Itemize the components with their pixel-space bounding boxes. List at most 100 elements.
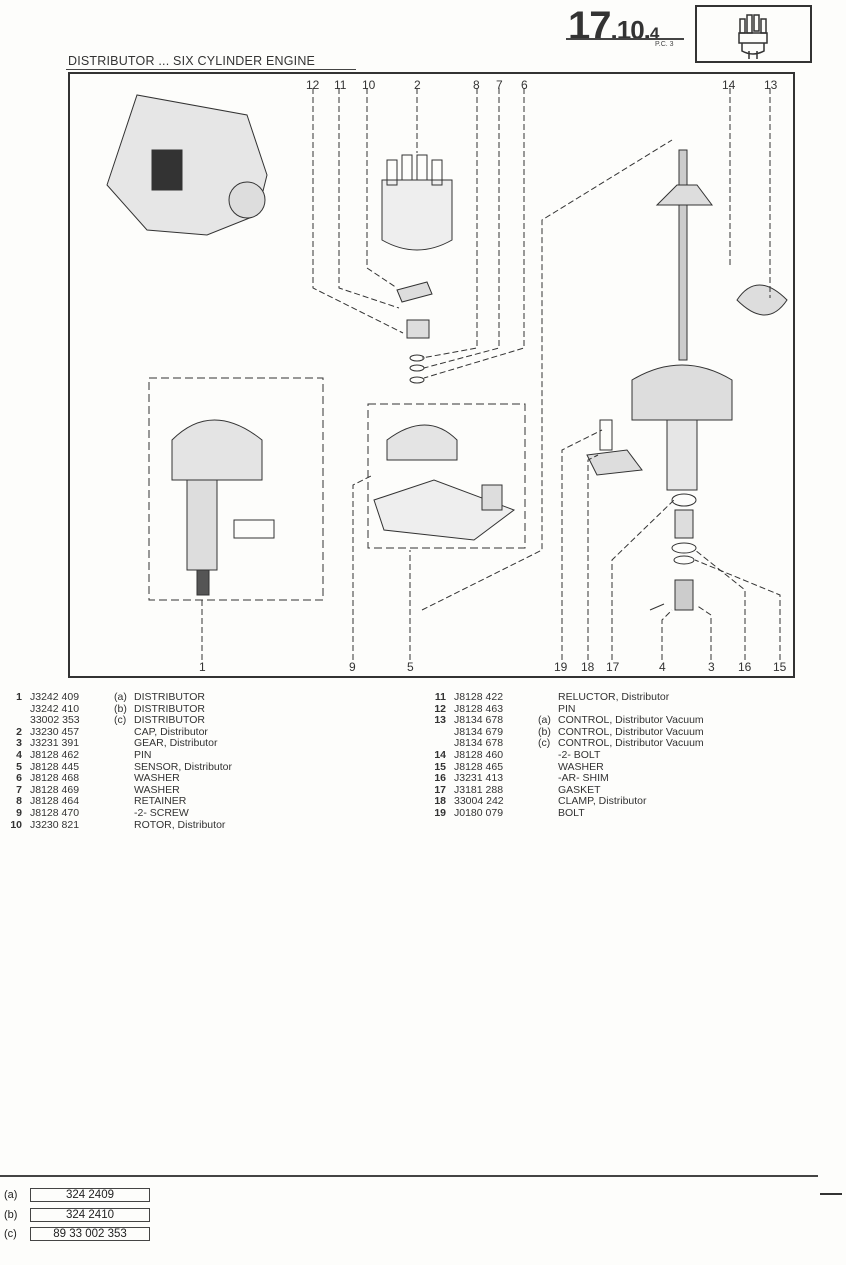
callout-5: 5 [407, 660, 414, 674]
part-number: 33002 353 [30, 714, 80, 727]
description: SENSOR, Distributor [134, 760, 233, 773]
section-sub: 10 [616, 15, 645, 45]
variant [114, 796, 134, 808]
variant [114, 820, 134, 832]
description: CONTROL, Distributor Vacuum [558, 737, 704, 750]
footnote-value: 324 2409 [30, 1188, 150, 1202]
description: DISTRIBUTOR [134, 702, 205, 715]
part-number: J8134 678 [454, 714, 504, 727]
part-number: J8128 462 [30, 748, 80, 761]
item-number [0, 715, 30, 727]
variant [538, 808, 558, 820]
part-number: J0180 079 [454, 806, 504, 819]
description: -AR- SHIM [558, 772, 609, 785]
item-number: 2 [16, 725, 22, 738]
description: WASHER [134, 783, 180, 796]
part-number: J8128 464 [30, 795, 80, 808]
description: CLAMP, Distributor [558, 795, 647, 808]
footnote-label: (b) [4, 1209, 18, 1221]
variant [538, 773, 558, 785]
description: ROTOR, Distributor [134, 818, 226, 831]
item-number: 7 [16, 783, 22, 796]
page-title: DISTRIBUTOR ... SIX CYLINDER ENGINE [68, 54, 316, 68]
description: RETAINER [134, 795, 187, 808]
footer-rule [0, 1175, 818, 1177]
part-number: J8134 678 [454, 737, 504, 750]
part-number: J8128 470 [30, 806, 80, 819]
item-number: 14 [434, 748, 446, 761]
description: BOLT [558, 806, 585, 819]
callout-13: 13 [764, 78, 778, 92]
item-number: 15 [434, 760, 446, 773]
part-number: J8128 445 [30, 760, 80, 773]
variant [538, 785, 558, 797]
item-number: 18 [434, 795, 446, 808]
parts-list-row: 10 J3230 821 ROTOR, Distributor [0, 818, 232, 832]
callout-9: 9 [349, 660, 356, 674]
diagram-drawing [106, 88, 788, 660]
item-number: 4 [16, 748, 22, 761]
item-number: 11 [434, 691, 446, 703]
parts-list-row: 11 J8128 422 RELUCTOR, Distributor [424, 691, 704, 704]
part-number: J8128 422 [454, 691, 504, 703]
title-underline [66, 69, 356, 70]
item-number: 16 [434, 772, 446, 785]
part-number: J3231 391 [30, 737, 80, 750]
part-number: J3230 821 [30, 818, 80, 831]
item-number: 17 [434, 783, 446, 796]
callout-2: 2 [414, 78, 421, 92]
variant [114, 773, 134, 785]
part-number: J3230 457 [30, 725, 80, 738]
item-number [424, 727, 454, 739]
parts-list-row: 4 J8128 462 PIN [0, 748, 232, 762]
callout-14: 14 [722, 78, 736, 92]
description: DISTRIBUTOR [134, 691, 205, 703]
callout-7: 7 [496, 78, 503, 92]
description: CONTROL, Distributor Vacuum [558, 714, 704, 727]
variant [114, 738, 134, 750]
part-number: J3242 409 [30, 691, 80, 703]
variant: (b) [538, 725, 551, 738]
parts-list-row: 8 J8128 464 RETAINER [0, 796, 232, 808]
footnote-label: (a) [4, 1189, 18, 1201]
description: PIN [134, 748, 152, 761]
item-number: 10 [10, 818, 22, 831]
variant [538, 762, 558, 774]
callout-4: 4 [659, 660, 666, 674]
item-number: 9 [16, 806, 22, 819]
callout-16: 16 [738, 660, 752, 674]
page-code: P.C. 3 [655, 41, 674, 48]
callout-11: 11 [334, 78, 347, 92]
section-number: 17.10.4 [568, 4, 659, 48]
callout-10: 10 [362, 78, 376, 92]
variant: (c) [114, 714, 127, 727]
item-number [0, 704, 30, 716]
parts-list-row: J8134 679(b)CONTROL, Distributor Vacuum [424, 725, 704, 739]
variant [114, 727, 134, 739]
parts-list-row: J3242 410(b)DISTRIBUTOR [0, 702, 232, 716]
callout-8: 8 [473, 78, 480, 92]
description: RELUCTOR, Distributor [558, 691, 670, 703]
item-number: 8 [16, 795, 22, 808]
variant [114, 750, 134, 762]
footnote-a: (a) 324 2409 [4, 1188, 150, 1202]
variant: (c) [538, 737, 551, 750]
callout-18: 18 [581, 660, 595, 674]
callout-3: 3 [708, 660, 715, 674]
distributor-icon [695, 5, 812, 63]
description: DISTRIBUTOR [134, 714, 205, 727]
variant [538, 796, 558, 808]
variant [538, 692, 558, 704]
